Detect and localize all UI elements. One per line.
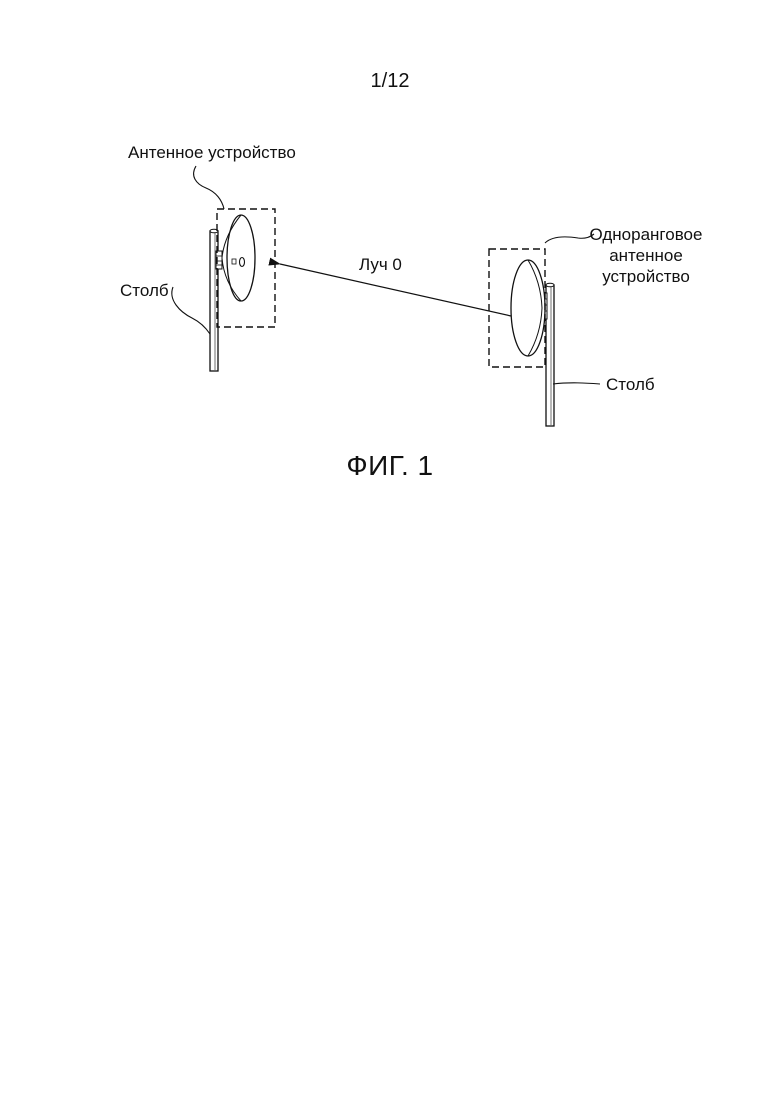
left-dish — [222, 215, 255, 301]
label-antenna-device: Антенное устройство — [128, 143, 296, 162]
label-pole-left: Столб — [120, 281, 169, 300]
leader-pole-right — [553, 383, 600, 384]
label-beam: Луч 0 — [359, 255, 402, 274]
right-antenna-assembly — [489, 249, 554, 426]
leader-peer-antenna-device — [545, 234, 594, 243]
leader-pole-left — [172, 287, 210, 334]
label-pole-right: Столб — [606, 375, 655, 394]
leader-antenna-device — [194, 166, 224, 209]
label-peer-antenna-line1: Одноранговое — [590, 225, 703, 244]
label-peer-antenna-line3: устройство — [602, 267, 690, 286]
label-peer-antenna-line2: антенное — [609, 246, 683, 265]
left-antenna-assembly — [210, 209, 275, 371]
figure-caption: ФИГ. 1 — [0, 450, 780, 482]
right-dish — [511, 260, 545, 356]
